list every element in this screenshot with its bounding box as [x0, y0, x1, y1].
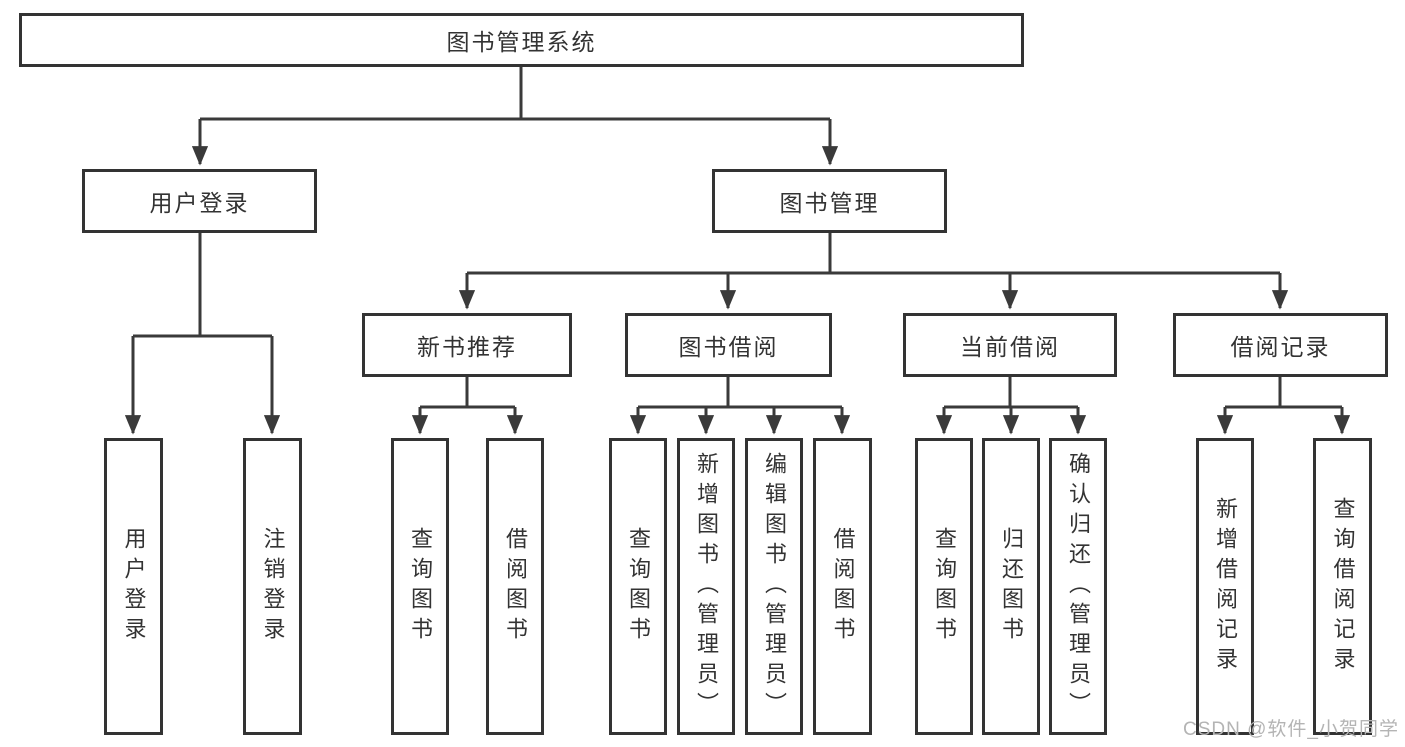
node-current-borrow-label: 当前借阅	[960, 334, 1060, 360]
leaf-borrow-edit: 编辑图书（管理员）	[745, 438, 803, 735]
leaf-borrow-add: 新增图书（管理员）	[677, 438, 735, 735]
leaf-logout: 注销登录	[243, 438, 302, 735]
leaf-records-query: 查询借阅记录	[1313, 438, 1372, 735]
node-root-label: 图书管理系统	[446, 29, 597, 55]
leaf-user-login-label: 用户登录	[121, 526, 147, 647]
node-new-book-recommend-label: 新书推荐	[417, 334, 517, 360]
leaf-borrow-edit-label: 编辑图书（管理员）	[762, 451, 787, 722]
connector-trunks	[133, 67, 1342, 409]
node-book-borrow-label: 图书借阅	[678, 334, 779, 360]
node-new-book-recommend: 新书推荐	[362, 313, 572, 377]
node-borrow-records: 借阅记录	[1173, 313, 1388, 377]
node-book-borrow: 图书借阅	[625, 313, 832, 377]
node-user-login-label: 用户登录	[149, 190, 250, 216]
leaf-records-query-label: 查询借阅记录	[1330, 496, 1356, 677]
leaf-borrow-query: 查询图书	[609, 438, 667, 735]
leaf-borrow-add-label: 新增图书（管理员）	[694, 451, 719, 722]
leaf-current-confirm-label: 确认归还（管理员）	[1066, 451, 1091, 722]
leaf-current-return: 归还图书	[982, 438, 1040, 735]
node-book-management-label: 图书管理	[779, 190, 880, 216]
node-borrow-records-label: 借阅记录	[1230, 334, 1331, 360]
leaf-logout-label: 注销登录	[260, 526, 286, 647]
leaf-newbook-query-label: 查询图书	[408, 526, 433, 647]
leaf-records-add-label: 新增借阅记录	[1213, 496, 1238, 677]
leaf-current-confirm: 确认归还（管理员）	[1049, 438, 1107, 735]
leaf-newbook-query: 查询图书	[391, 438, 449, 735]
leaf-current-query-label: 查询图书	[932, 526, 957, 647]
leaf-user-login: 用户登录	[104, 438, 163, 735]
leaf-borrow-borrow: 借阅图书	[813, 438, 872, 735]
leaf-borrow-query-label: 查询图书	[626, 526, 651, 647]
node-root: 图书管理系统	[19, 13, 1024, 67]
node-current-borrow: 当前借阅	[903, 313, 1117, 377]
leaf-current-query: 查询图书	[915, 438, 973, 735]
node-user-login: 用户登录	[82, 169, 317, 233]
leaf-newbook-borrow-label: 借阅图书	[503, 526, 528, 647]
leaf-records-add: 新增借阅记录	[1196, 438, 1254, 735]
leaf-borrow-borrow-label: 借阅图书	[830, 526, 856, 647]
leaf-newbook-borrow: 借阅图书	[486, 438, 544, 735]
watermark: CSDN @软件_小贺同学	[1183, 719, 1399, 740]
leaf-current-return-label: 归还图书	[999, 526, 1024, 647]
node-book-management: 图书管理	[712, 169, 947, 233]
